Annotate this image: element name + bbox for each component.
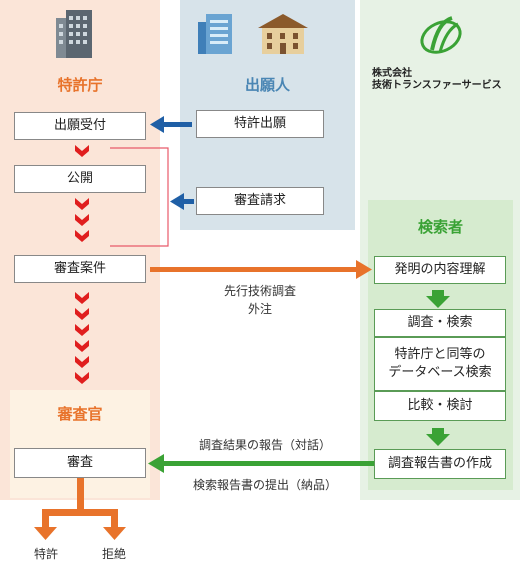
applicant-title: 出願人 — [244, 76, 290, 94]
outsource-label-line1: 先行技術調査 — [223, 284, 296, 298]
outsource-arrow — [150, 260, 372, 279]
company-logo-icon — [420, 16, 462, 54]
outcome-grant: 特許 — [33, 547, 58, 561]
company-name: 株式会社 技術トランスファーサービス — [372, 68, 517, 92]
company-name-line2: 技術トランスファーサービス — [372, 80, 502, 91]
publication-box: 公開 — [14, 165, 146, 193]
examiner-title: 審査官 — [57, 405, 103, 423]
report-creation-box: 調査報告書の作成 — [374, 449, 506, 479]
company-name-line1: 株式会社 — [372, 68, 412, 79]
outcome-branch — [34, 477, 126, 540]
report-dialogue-label: 調査結果の報告（対話） — [198, 438, 331, 452]
patent-application-box: 特許出願 — [196, 110, 324, 138]
bracket-line — [110, 147, 169, 247]
green-chevrons — [426, 290, 450, 446]
searcher-title: 検索者 — [417, 218, 463, 236]
invention-understanding-box: 発明の内容理解 — [374, 256, 506, 284]
database-search-box: 特許庁と同等の データベース検索 — [374, 337, 506, 391]
examination-case-box: 審査案件 — [14, 255, 146, 283]
examination-request-box: 審査請求 — [196, 187, 324, 215]
investigation-search-box: 調査・検索 — [374, 309, 506, 337]
company-buildings-icon — [198, 14, 308, 54]
flow-chevrons — [75, 145, 89, 384]
jpo-title: 特許庁 — [57, 76, 103, 94]
application-receipt-box: 出願受付 — [14, 112, 146, 140]
outcome-reject: 拒絶 — [101, 547, 126, 561]
office-building-icon — [56, 10, 92, 58]
blue-arrows — [150, 116, 194, 210]
report-submission-label: 検索報告書の提出（納品） — [192, 478, 337, 492]
examination-box: 審査 — [14, 448, 146, 478]
outsource-label-line2: 外注 — [247, 302, 272, 316]
comparison-review-box: 比較・検討 — [374, 391, 506, 421]
report-arrow — [148, 454, 374, 473]
